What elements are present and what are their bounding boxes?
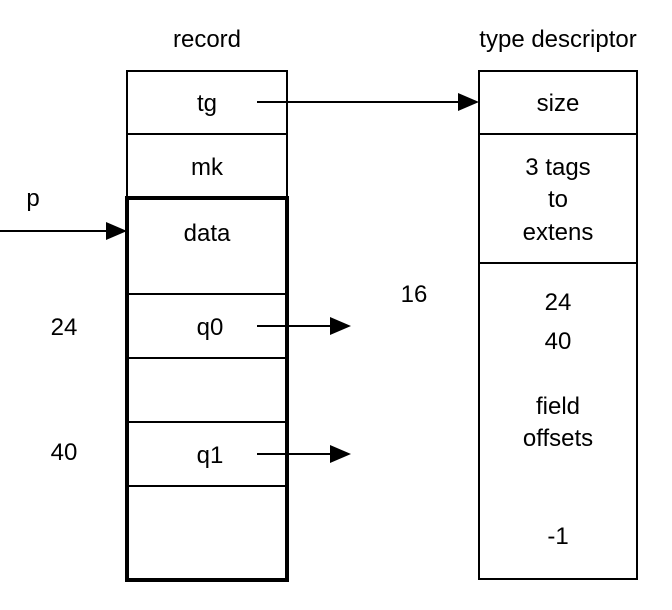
offset-label-descriptor: 16 — [401, 281, 428, 308]
record-label-q0: q0 — [197, 314, 224, 341]
pointer-label-p: p — [26, 185, 39, 212]
descriptor-label-tags-line2: to — [548, 186, 568, 213]
offset-label-q0: 24 — [51, 314, 78, 341]
descriptor-offset-value-40: 40 — [545, 328, 572, 355]
descriptor-cell-tags — [478, 133, 638, 264]
record-label-q1: q1 — [197, 442, 224, 469]
record-data-block — [125, 196, 289, 582]
record-label-mk: mk — [191, 154, 224, 181]
descriptor-label-offsets: offsets — [523, 425, 593, 452]
record-label-tg: tg — [197, 90, 217, 117]
descriptor-label-tags-line3: extens — [523, 219, 594, 246]
record-label-data: data — [184, 220, 231, 247]
offset-label-q1: 40 — [51, 439, 78, 466]
descriptor-label-size: size — [537, 90, 580, 117]
q0-arrowhead — [330, 317, 351, 335]
descriptor-label-tags-line1: 3 tags — [525, 154, 590, 181]
descriptor-label-field: field — [536, 393, 580, 420]
descriptor-cell-offsets — [478, 262, 638, 580]
record-title: record — [173, 26, 241, 53]
q1-arrowhead — [330, 445, 351, 463]
descriptor-offset-value-24: 24 — [545, 289, 572, 316]
record-cell-mk — [126, 133, 288, 199]
descriptor-cell-size — [478, 70, 638, 135]
descriptor-sentinel: -1 — [547, 523, 568, 550]
type-descriptor-title: type descriptor — [479, 26, 636, 53]
pointer-p-arrowhead — [106, 222, 127, 240]
tg-arrowhead — [458, 93, 479, 111]
